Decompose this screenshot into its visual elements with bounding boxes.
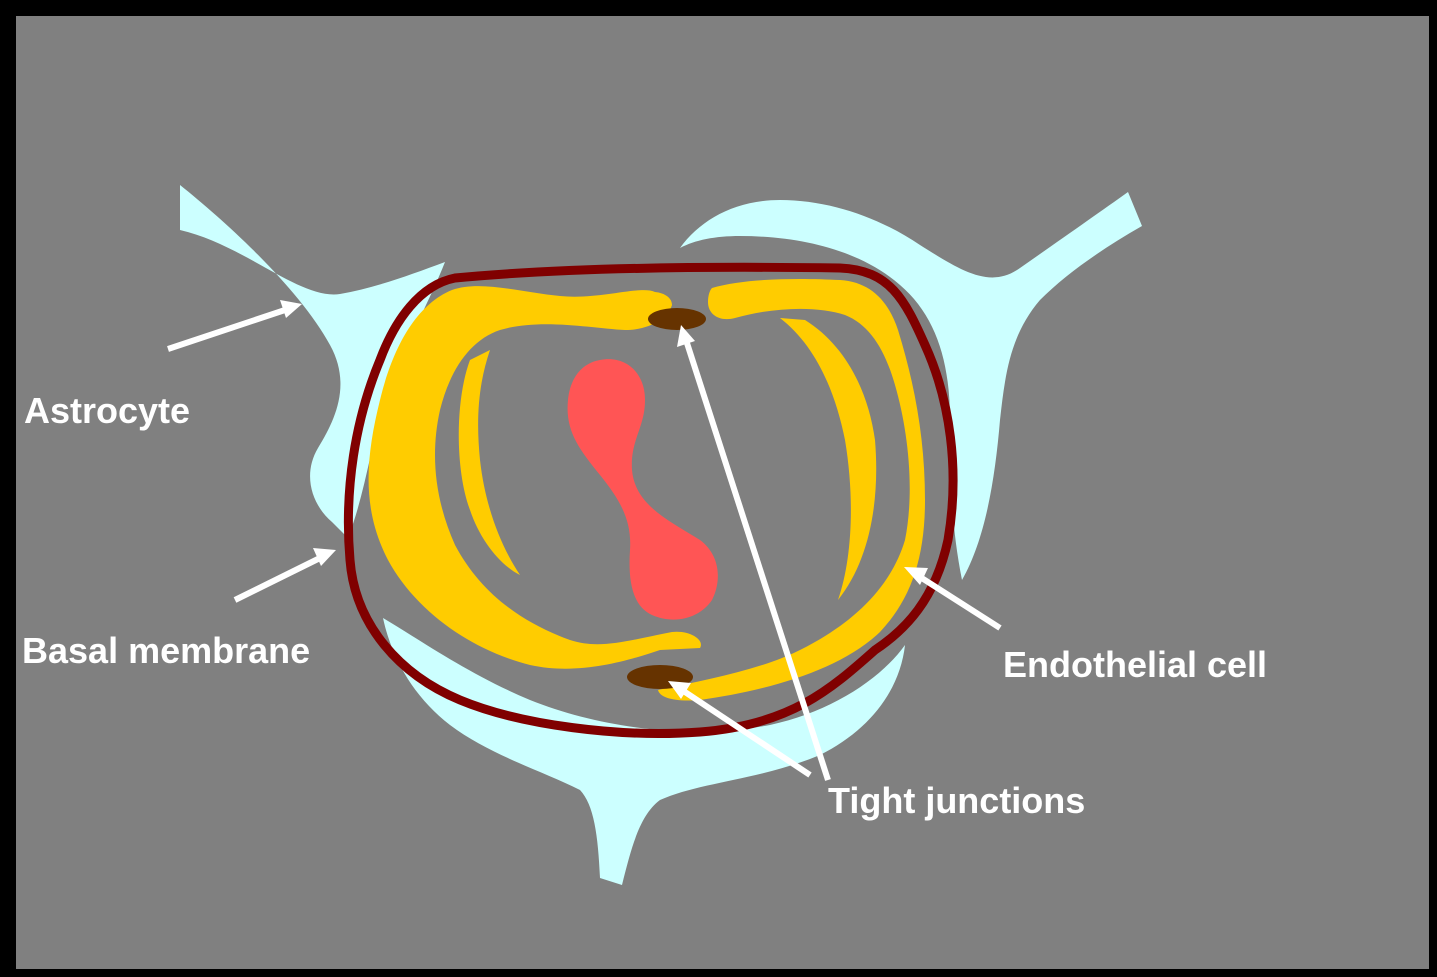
- tight-junction-top: [648, 308, 706, 330]
- label-endothelial-cell: Endothelial cell: [1003, 644, 1267, 685]
- diagram-background: [8, 8, 1437, 977]
- label-basal-membrane: Basal membrane: [22, 630, 310, 671]
- label-astrocyte: Astrocyte: [24, 390, 190, 431]
- label-tight-junctions: Tight junctions: [828, 780, 1085, 821]
